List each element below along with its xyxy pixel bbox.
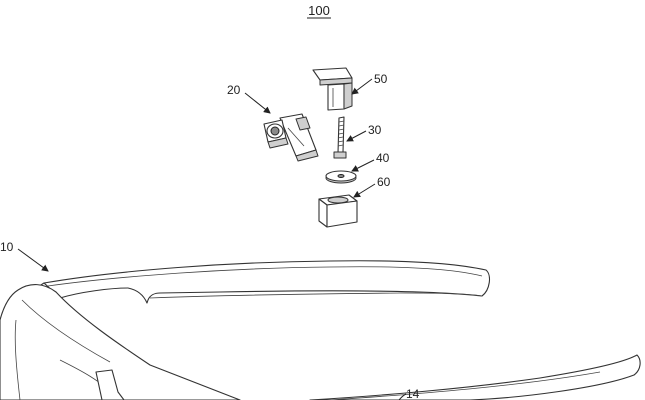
leader-50 [351, 78, 373, 95]
figure-number: 100 [308, 3, 330, 18]
glasses-frame-part-10 [0, 260, 641, 400]
bracket-part-50 [312, 67, 353, 111]
base-block-part-60 [318, 194, 358, 228]
camera-module-part-20 [263, 113, 319, 162]
label-14: 14 [406, 387, 420, 400]
leader-60 [353, 183, 376, 198]
label-10: 10 [0, 240, 14, 254]
shaft-part-30 [333, 116, 347, 159]
leader-40 [351, 159, 375, 172]
label-60: 60 [377, 175, 391, 189]
label-20: 20 [227, 83, 241, 97]
leader-20 [244, 92, 271, 114]
leader-10 [17, 248, 49, 272]
leader-30 [346, 130, 367, 142]
label-50: 50 [374, 72, 388, 86]
label-30: 30 [368, 123, 382, 137]
washer-part-40 [325, 170, 357, 184]
label-40: 40 [376, 151, 390, 165]
